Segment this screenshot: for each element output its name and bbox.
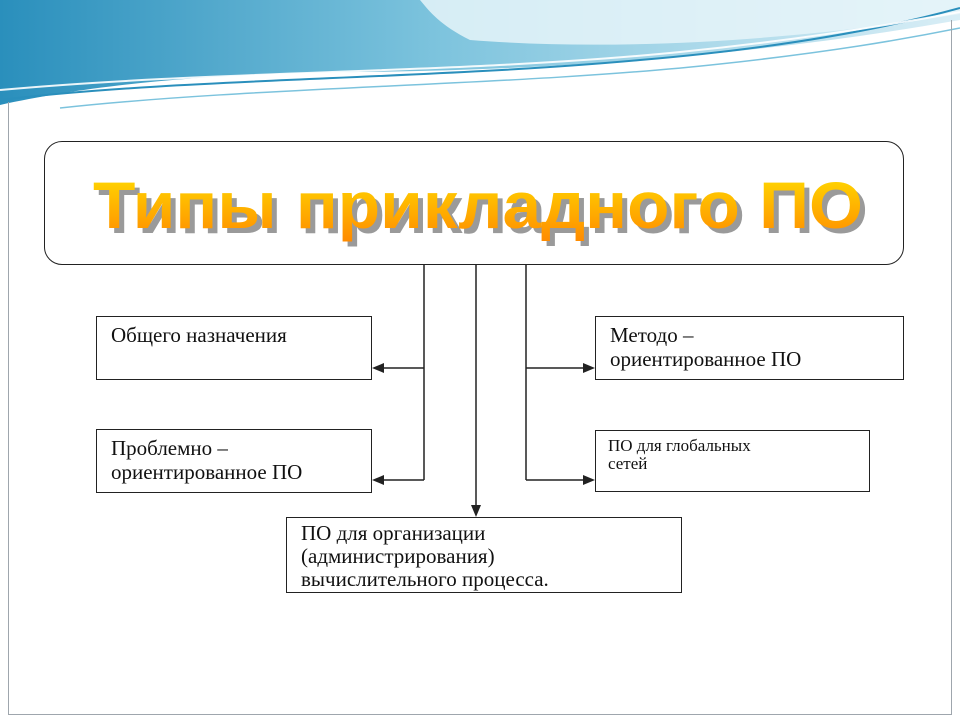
slide-title-shadow: Типы прикладного ПО <box>98 173 868 247</box>
box-method-oriented: Методо – ориентированное ПО <box>595 316 904 380</box>
box-organization-line-1: ПО для организации <box>301 521 486 545</box>
wave-header <box>0 0 960 109</box>
wave-line-2 <box>0 11 960 91</box>
box-organization-line-3: вычислительного процесса. <box>301 567 549 592</box>
box-problem-line-2: ориентированное ПО <box>111 459 303 484</box>
wave-band-light <box>420 0 960 45</box>
wave-line-3 <box>59 27 960 109</box>
box-problem-oriented: Проблемно – ориентированное ПО <box>96 429 372 493</box>
wave-line-1 <box>0 7 960 101</box>
slide-title: Типы прикладного ПО <box>93 168 863 242</box>
arrow-general <box>372 363 384 373</box>
box-global-line-2: сетей <box>608 454 648 474</box>
arrow-problem <box>372 475 384 485</box>
box-organization-line-2: (администрирования) <box>301 544 495 569</box>
box-method-line-1: Методо – <box>610 323 694 347</box>
box-problem-line-1: Проблемно – <box>111 436 228 460</box>
box-process-organization: ПО для организации (администрирования) в… <box>286 517 682 593</box>
arrow-global <box>583 475 595 485</box>
frame-right <box>951 20 952 714</box>
box-global-line-1: ПО для глобальных <box>608 436 751 455</box>
arrow-organization <box>471 505 481 517</box>
arrow-method <box>583 363 595 373</box>
box-general-purpose: Общего назначения <box>96 316 372 380</box>
frame-bottom <box>8 714 952 715</box>
frame-left <box>8 102 9 714</box>
box-method-line-2: ориентированное ПО <box>610 346 802 371</box>
box-general-line-1: Общего назначения <box>111 323 287 347</box>
box-global-networks: ПО для глобальных сетей <box>595 430 870 492</box>
title-box <box>44 141 904 265</box>
